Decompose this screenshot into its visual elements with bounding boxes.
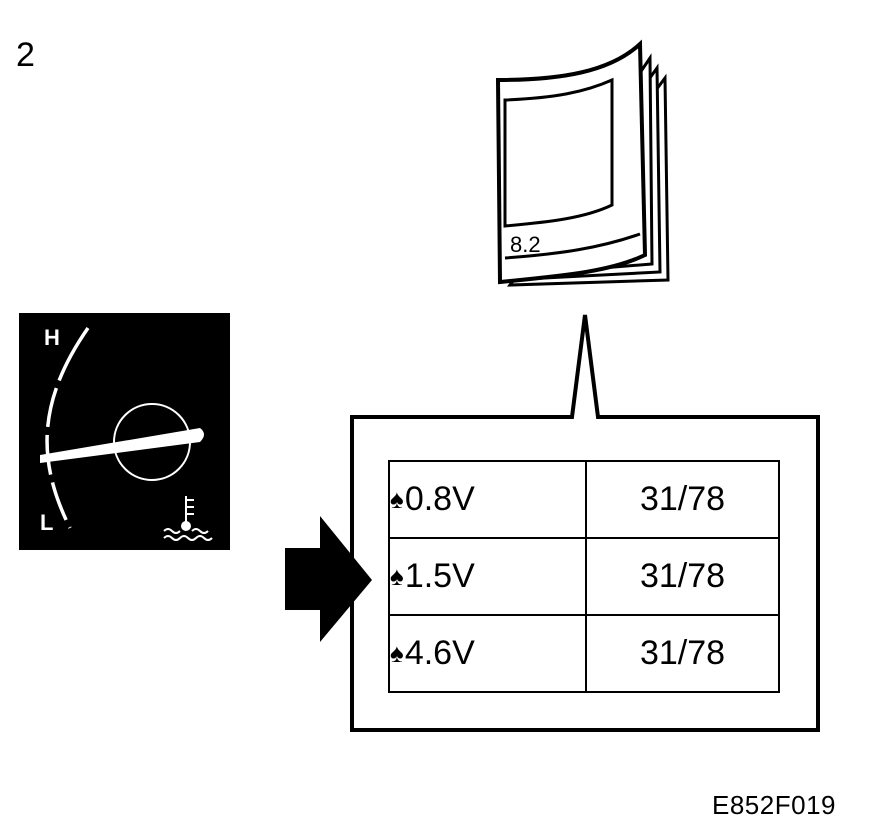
- code-value: 31/78: [639, 557, 726, 595]
- manual-book-icon: 8.2: [495, 39, 670, 287]
- code-cell: 31/78: [585, 460, 780, 539]
- table-row: ♠0.8V 31/78: [388, 460, 780, 539]
- voltage-cell: ♠1.5V: [388, 537, 587, 616]
- code-value: 31/78: [639, 634, 726, 672]
- gauge-needle: [40, 428, 204, 463]
- voltage-table: ♠0.8V 31/78 ♠1.5V 31/78 ♠4.6V 31/78: [388, 460, 780, 693]
- code-cell: 31/78: [585, 614, 780, 693]
- table-row: ♠4.6V 31/78: [388, 614, 780, 693]
- temperature-gauge: H L: [19, 313, 230, 550]
- voltage-cell: ♠4.6V: [388, 614, 587, 693]
- gauge-scale-arc: [45, 327, 90, 529]
- figure-code: E852F019: [712, 790, 836, 820]
- spade-icon: ♠: [390, 638, 404, 668]
- voltage-value: 4.6V: [404, 634, 475, 672]
- gauge-high-label: H: [44, 325, 60, 350]
- voltage-value: 1.5V: [404, 557, 475, 595]
- right-arrow-icon: [285, 516, 372, 642]
- step-number: 2: [16, 36, 35, 74]
- code-value: 31/78: [639, 480, 726, 518]
- gauge-low-label: L: [40, 510, 53, 535]
- manual-label: 8.2: [510, 232, 541, 257]
- voltage-cell: ♠0.8V: [388, 460, 587, 539]
- code-cell: 31/78: [585, 537, 780, 616]
- table-row: ♠1.5V 31/78: [388, 537, 780, 616]
- coolant-temperature-icon: [163, 496, 213, 541]
- spade-icon: ♠: [390, 484, 404, 514]
- spade-icon: ♠: [390, 561, 404, 591]
- voltage-value: 0.8V: [404, 480, 475, 518]
